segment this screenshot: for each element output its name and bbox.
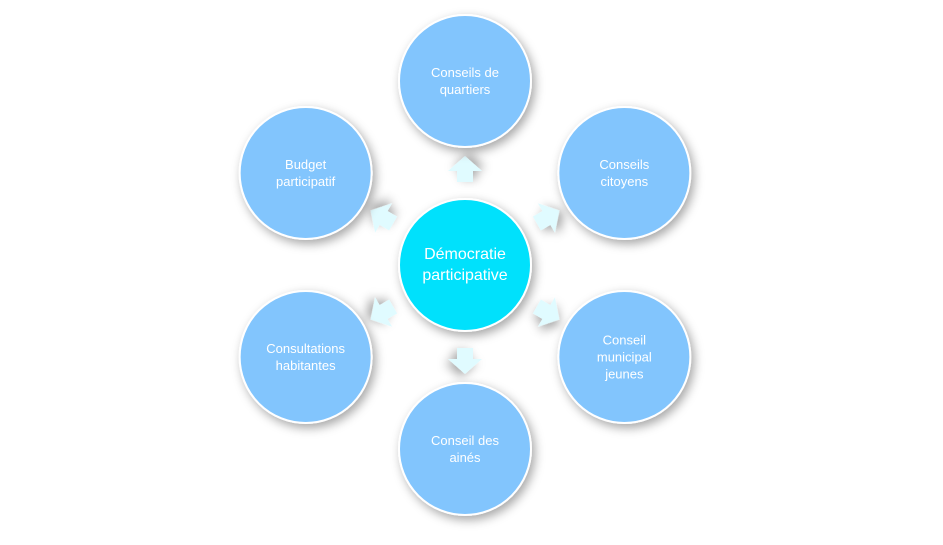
node-consultations-habitantes: [238, 290, 373, 424]
node-label-consultations-habitantes: Consultations habitantes: [266, 341, 346, 373]
arrow-conseils-de-quartiers: [448, 156, 482, 182]
arrow-conseil-des-aines: [448, 348, 482, 374]
arrow-budget-participatif: [370, 203, 398, 233]
node-label-conseils-citoyens: Conseils citoyens: [599, 157, 650, 189]
node-label-conseil-des-aines: Conseil des ainés: [431, 433, 499, 465]
node-conseil-municipal-jeunes: [557, 290, 692, 424]
node-conseils-de-quartiers: [398, 14, 532, 148]
node-conseils-citoyens: [557, 106, 692, 240]
arrow-consultations-habitantes: [370, 297, 398, 327]
node-budget-participatif: [238, 106, 373, 240]
arrow-conseils-citoyens: [532, 203, 560, 233]
node-label-conseil-municipal-jeunes: Conseil municipal jeunes: [596, 332, 652, 382]
node-label-budget-participatif: Budget participatif: [276, 157, 336, 189]
node-conseil-des-aines: [398, 382, 532, 516]
center-label: Démocratie participative: [422, 246, 508, 284]
arrow-conseil-municipal-jeunes: [532, 297, 560, 327]
center-node: [398, 198, 532, 332]
node-label-conseils-de-quartiers: Conseils de quartiers: [431, 65, 499, 97]
